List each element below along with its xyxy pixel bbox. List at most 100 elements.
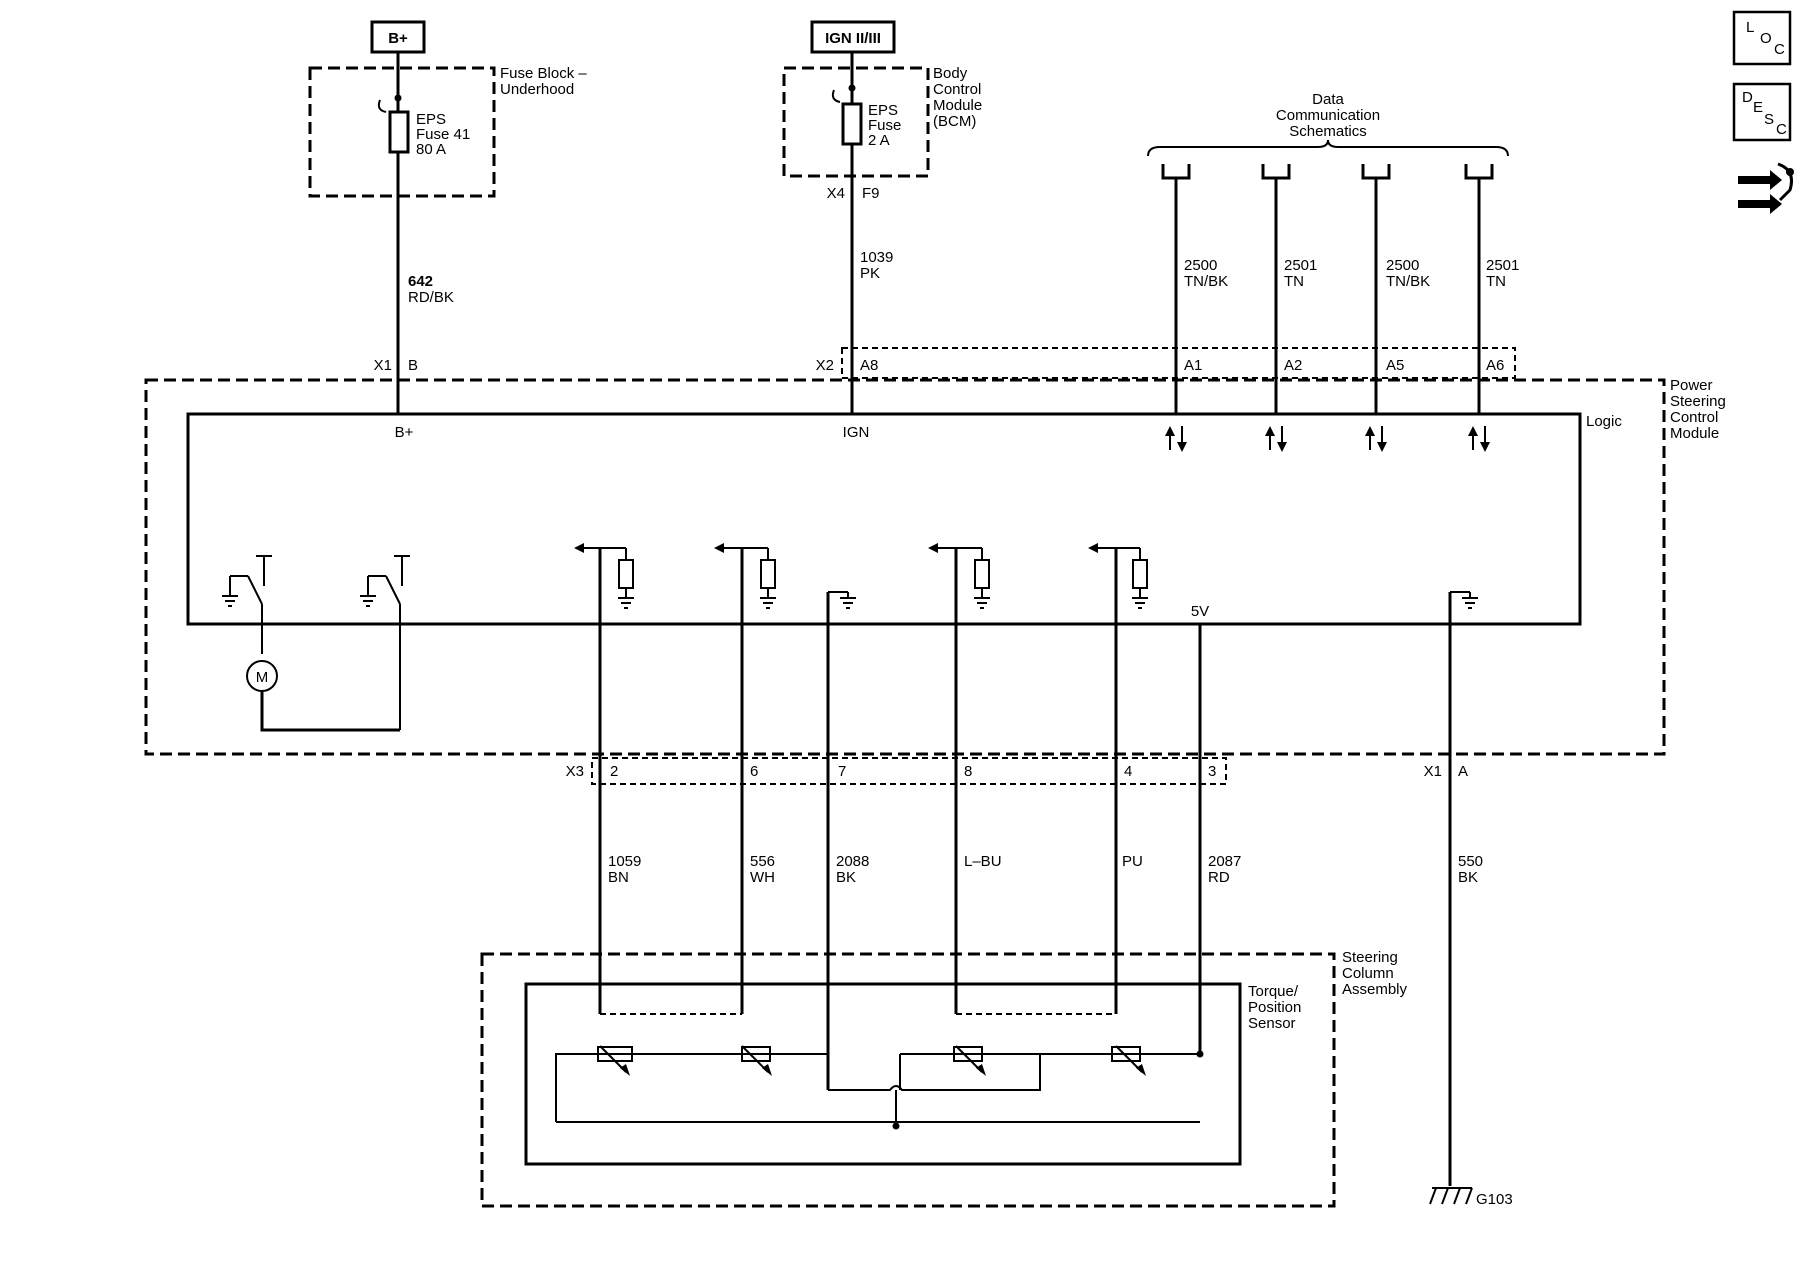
- svg-text:C: C: [1776, 121, 1787, 138]
- signal-circuit-pin2: [574, 543, 634, 1014]
- x3-pin4-label: 4: [1124, 763, 1132, 780]
- battery-source-label: B+: [388, 30, 408, 47]
- pscm-boundary: [144, 378, 1666, 756]
- pin-a2-label: A2: [1284, 357, 1302, 374]
- sensor-potentiometer-4: [1111, 1045, 1146, 1076]
- pscm-title-3: Control: [1670, 409, 1718, 426]
- pin-a6-label: A6: [1486, 357, 1504, 374]
- x3-pin2-label: 2: [610, 763, 618, 780]
- wire-pu-color: PU: [1122, 853, 1143, 870]
- fuse-block-title-2: Underhood: [500, 81, 574, 98]
- data-arrows-a5: [1365, 426, 1387, 452]
- bcm-pin-label: F9: [862, 185, 880, 202]
- loc-icon[interactable]: [1732, 10, 1792, 66]
- steering-column-title: Steering: [1342, 949, 1398, 966]
- wire-2500-number: 2500: [1184, 257, 1217, 274]
- ign-input-label: IGN: [843, 424, 870, 441]
- wire-2500b-color: TN/BK: [1386, 273, 1430, 290]
- signal-circuit-pin6: [714, 543, 776, 1014]
- wire-2501b-number: 2501: [1486, 257, 1519, 274]
- wire-2088-number: 2088: [836, 853, 869, 870]
- b-plus-input-label: B+: [395, 424, 414, 441]
- x2-connector-label: X2: [816, 357, 834, 374]
- bcm-title-4: (BCM): [933, 113, 976, 130]
- eps-fuse-2a-label: EPS: [868, 102, 898, 119]
- bcm-boundary: [782, 66, 930, 178]
- data-comm-connector-a5: [1361, 164, 1391, 414]
- data-comm-label-3: Schematics: [1289, 123, 1367, 140]
- signal-circuit-pin8: [928, 543, 990, 1014]
- sensor-potentiometer-1: [597, 1045, 633, 1076]
- motor-label: M: [256, 669, 269, 686]
- wire-556-color: WH: [750, 869, 775, 886]
- wire-2087-number: 2087: [1208, 853, 1241, 870]
- wire-2087-color: RD: [1208, 869, 1230, 886]
- torque-sensor-label-3: Sensor: [1248, 1015, 1296, 1032]
- location-nav-button[interactable]: L O C: [1732, 10, 1792, 66]
- pscm-logic-box: [186, 412, 1582, 626]
- x1-pin-b-label: B: [408, 357, 418, 374]
- torque-sensor-label: Torque/: [1248, 983, 1299, 1000]
- x3-pin7-label: 7: [838, 763, 846, 780]
- torque-sensor-label-2: Position: [1248, 999, 1301, 1016]
- data-comm-connector-a1: [1161, 164, 1191, 414]
- ignition-source-label: IGN II/III: [825, 30, 881, 47]
- pin-a1-label: A1: [1184, 357, 1202, 374]
- svg-text:L: L: [1746, 19, 1754, 36]
- svg-text:E: E: [1753, 99, 1763, 116]
- pin-a5-label: A5: [1386, 357, 1404, 374]
- eps-fuse-41-label-3: 80 A: [416, 141, 446, 158]
- bcm-connector-label: X4: [827, 185, 845, 202]
- wire-2501-color: TN: [1284, 273, 1304, 290]
- eps-fuse-2a-label-2: Fuse: [868, 117, 901, 134]
- ground-g103-symbol: [1429, 1187, 1473, 1205]
- x1-connector-label: X1: [374, 357, 392, 374]
- wire-642-number: 642: [408, 273, 433, 290]
- svg-text:C: C: [1774, 41, 1785, 58]
- eps-fuse-41-label: EPS: [416, 111, 446, 128]
- bcm-title: Body: [933, 65, 968, 82]
- eps-fuse-41: [388, 110, 410, 154]
- svg-text:S: S: [1764, 111, 1774, 128]
- low-reference-circuit-pin7: [826, 591, 856, 1090]
- x3-pin8-label: 8: [964, 763, 972, 780]
- data-comm-connector-a6: [1464, 164, 1494, 414]
- sensor-potentiometer-2: [741, 1045, 772, 1076]
- x1-pin-a-label: A: [1458, 763, 1468, 780]
- wire-1059-number: 1059: [608, 853, 641, 870]
- wire-550-color: BK: [1458, 869, 1478, 886]
- desc-icon[interactable]: [1732, 82, 1792, 142]
- diagnostic-wrench-icon[interactable]: [1738, 162, 1794, 214]
- wire-556-number: 556: [750, 853, 775, 870]
- eps-fuse-2a-label-3: 2 A: [868, 132, 890, 149]
- steering-column-boundary: [480, 952, 1336, 1208]
- wire-642-color: RD/BK: [408, 289, 454, 306]
- eps-fuse-2a: [841, 102, 863, 146]
- svg-text:D: D: [1742, 89, 1753, 106]
- x3-pin3-label: 3: [1208, 763, 1216, 780]
- data-comm-label: Data: [1312, 91, 1344, 108]
- steering-column-title-2: Column: [1342, 965, 1394, 982]
- description-nav-button[interactable]: D E S C: [1732, 82, 1792, 142]
- pin-a8-label: A8: [860, 357, 878, 374]
- data-arrows-a2: [1265, 426, 1287, 452]
- x3-pin6-label: 6: [750, 763, 758, 780]
- motor-relay-switch-1: [222, 555, 272, 654]
- fuse-block-boundary: [308, 66, 496, 198]
- data-comm-label-2: Communication: [1276, 107, 1380, 124]
- ground-g103-label: G103: [1476, 1191, 1513, 1208]
- wire-550-number: 550: [1458, 853, 1483, 870]
- x3-connector-label: X3: [566, 763, 584, 780]
- ground-circuit-pscm: [1448, 591, 1478, 1186]
- pscm-title: Power: [1670, 377, 1713, 394]
- five-volt-reference-label: 5V: [1191, 603, 1209, 620]
- wire-2500-color: TN/BK: [1184, 273, 1228, 290]
- bcm-title-2: Control: [933, 81, 981, 98]
- wire-2088-color: BK: [836, 869, 856, 886]
- pscm-title-2: Steering: [1670, 393, 1726, 410]
- steering-column-title-3: Assembly: [1342, 981, 1408, 998]
- wire-1059-color: BN: [608, 869, 629, 886]
- data-arrows-a6: [1468, 426, 1490, 452]
- eps-fuse-41-label-2: Fuse 41: [416, 126, 470, 143]
